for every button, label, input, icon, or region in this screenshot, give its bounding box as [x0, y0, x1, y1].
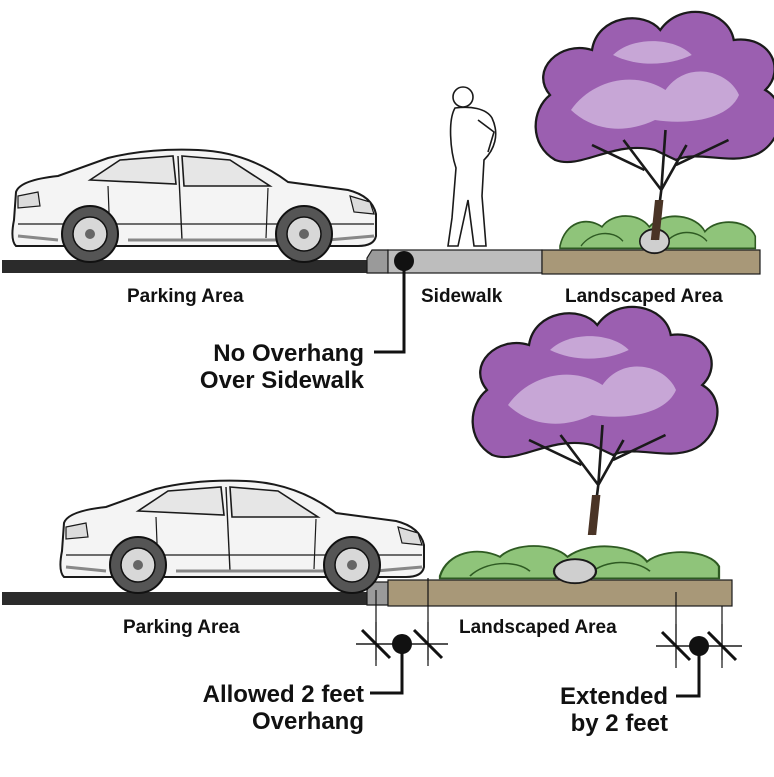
top-pavement [2, 260, 367, 273]
car-icon [58, 479, 426, 595]
right-callout-line2: by 2 feet [570, 710, 668, 737]
right-callout-leader [676, 646, 701, 698]
right-callout-text: Extended by 2 feet [520, 683, 668, 737]
car-icon [10, 148, 378, 264]
top-callout-leader [374, 261, 406, 354]
tree-icon [534, 10, 774, 242]
tree-icon [471, 305, 719, 537]
bottom-curb [366, 581, 389, 606]
left-callout-line2: Overhang [251, 708, 364, 735]
bottom-pavement [2, 592, 367, 605]
bottom-soil [387, 579, 733, 607]
bottom-scene [2, 305, 744, 698]
top-landscaped-label: Landscaped Area [565, 286, 723, 307]
bottom-parking-label: Parking Area [123, 617, 240, 638]
top-scene [2, 10, 774, 354]
top-sidewalk-label: Sidewalk [421, 286, 503, 307]
top-curb [366, 249, 389, 274]
top-callout-line1: No Overhang [213, 340, 364, 367]
left-callout-line1: Allowed 2 feet [202, 681, 364, 708]
bottom-landscaped-label: Landscaped Area [459, 617, 617, 638]
left-callout-text: Allowed 2 feet Overhang [150, 681, 364, 735]
pedestrian-icon [447, 86, 497, 247]
top-callout-line2: Over Sidewalk [199, 367, 364, 394]
shrub-icon [438, 544, 721, 585]
right-callout-line1: Extended [559, 683, 668, 710]
top-callout-text: No Overhang Over Sidewalk [164, 340, 364, 394]
top-parking-label: Parking Area [127, 286, 244, 307]
left-callout-leader [370, 644, 404, 695]
